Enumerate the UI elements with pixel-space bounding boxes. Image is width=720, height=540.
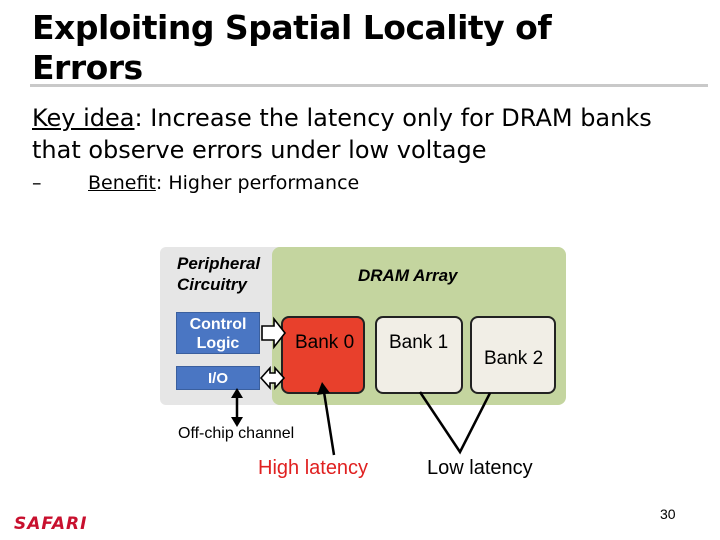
bullet-dash: – (32, 172, 42, 194)
page-number: 30 (660, 506, 676, 522)
safari-logo: SAFARI (14, 514, 88, 534)
high-latency-label: High latency (258, 457, 369, 479)
io-block: I/O (176, 366, 260, 390)
key-idea-label: Key idea (32, 104, 135, 132)
control-logic-block: Control Logic (176, 312, 260, 354)
bank-0-label: Bank 0 (295, 332, 355, 353)
control-arrow-icon (261, 316, 287, 350)
io-arrow-icon (259, 365, 286, 391)
bank-2: Bank 2 (470, 316, 556, 394)
low-latency-pointer (418, 391, 492, 455)
high-latency-pointer (322, 391, 336, 456)
dram-array-label: DRAM Array (358, 266, 458, 285)
bank-0: Bank 0 (281, 316, 365, 394)
slide-title: Exploiting Spatial Locality of Errors (32, 8, 552, 87)
bullet-key-idea: Key idea: Increase the latency only for … (32, 102, 702, 166)
benefit-text: : Higher performance (155, 172, 360, 194)
benefit-label: Benefit (88, 172, 156, 194)
low-latency-label: Low latency (427, 457, 533, 479)
offchip-channel-label: Off-chip channel (178, 425, 295, 442)
bank-1: Bank 1 (375, 316, 463, 394)
high-latency-arrow-icon (317, 382, 330, 395)
title-divider (30, 84, 708, 87)
bank-2-label: Bank 2 (484, 348, 544, 369)
key-idea-text: : Increase the latency only for DRAM ban… (32, 104, 652, 164)
bullet-benefit: – Benefit: Higher performance (32, 170, 359, 196)
offchip-arrow-down-icon (231, 417, 243, 427)
bank-1-label: Bank 1 (389, 332, 449, 353)
offchip-arrow-up-icon (231, 388, 243, 398)
peripheral-circuitry-label: Peripheral Circuitry (177, 254, 261, 294)
